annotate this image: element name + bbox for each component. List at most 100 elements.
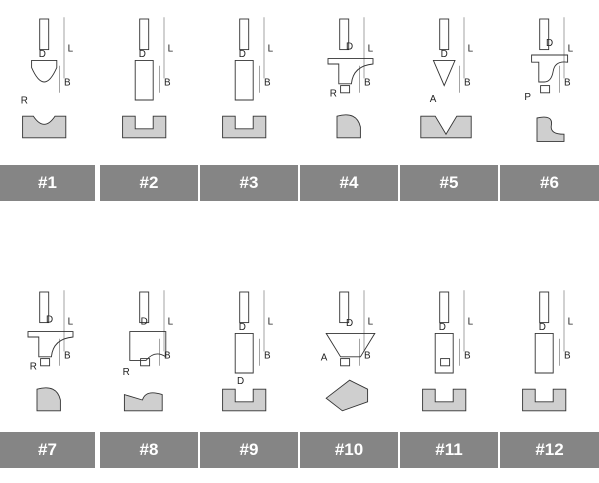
dim-label-r: R (21, 96, 28, 107)
cutter-body (534, 332, 554, 374)
dim-label-d: D (546, 38, 553, 49)
shank (539, 18, 550, 51)
dim-label-d: D (441, 49, 448, 60)
dim-label-b: B (164, 351, 171, 362)
bit-number-bar: #12 (500, 432, 599, 468)
workpiece-profile (336, 114, 361, 139)
bit-drawing: L B D (422, 290, 474, 412)
bit-number-label: #1 (38, 173, 57, 192)
bit-diagram: LBD (222, 17, 274, 139)
dim-label-l: L (468, 316, 474, 327)
dim-label-l: L (368, 316, 374, 327)
bit-drawing: LBD (522, 290, 574, 412)
dim-label-l: L (68, 43, 74, 54)
bearing (340, 358, 351, 367)
workpiece-profile (422, 388, 467, 412)
shank (139, 18, 150, 51)
cutter-body (27, 331, 74, 358)
workpiece-profile (123, 392, 163, 412)
cutter-body (327, 58, 374, 85)
bit-number-label: #9 (239, 440, 259, 459)
dim-label-d: D (237, 376, 244, 387)
bit-number-bar: #5 (400, 165, 498, 201)
bit-number-label: #5 (439, 173, 459, 192)
dim-label-l: L (368, 43, 374, 54)
bit-cell: L B D (105, 10, 205, 145)
cutter-body (531, 54, 569, 83)
bit-number-bar: #8 (100, 432, 198, 468)
cutter-body (434, 332, 454, 374)
bit-number-label: #6 (540, 173, 559, 192)
cutter-body (325, 332, 376, 358)
bit-diagram: LBD (522, 290, 574, 412)
bit-number-bar: #2 (100, 165, 198, 201)
dim-label-d: D (46, 315, 53, 326)
bit-number-label: #8 (139, 440, 159, 459)
cutter-body (432, 59, 456, 87)
cutter-body (234, 59, 254, 101)
dim-label-a: A (321, 352, 328, 363)
shank (139, 291, 150, 324)
shank (439, 291, 450, 324)
dim-label-l: L (68, 316, 74, 327)
dim-label-d: D (139, 49, 146, 60)
bit-number-bar: #10 (300, 432, 398, 468)
shank (439, 18, 450, 51)
dim-label-d: D (141, 316, 148, 327)
bit-number-label: #3 (239, 173, 259, 192)
workpiece-profile (36, 387, 61, 412)
dim-label-b: B (464, 351, 471, 362)
bit-number-label: #4 (339, 173, 359, 192)
bit-number-bar: #1 (0, 165, 95, 201)
cutter-body (234, 332, 254, 374)
dim-label-d: D (539, 322, 546, 333)
cutter-body (31, 59, 58, 83)
dim-label-b: B (64, 351, 71, 362)
bit-number-label: #11 (435, 440, 463, 459)
dim-label-l: L (468, 43, 474, 54)
workpiece-profile (536, 116, 565, 142)
shank (239, 18, 250, 51)
dim-label-d: D (439, 322, 446, 333)
dim-label-d: D (346, 318, 353, 329)
dim-label-a: A (430, 94, 437, 105)
cutter-body (134, 59, 154, 101)
dim-label-b: B (164, 78, 171, 89)
dim-label-l: L (168, 43, 174, 54)
dim-label-d: D (346, 42, 353, 53)
bit-number-bar: #9 (200, 432, 298, 468)
bit-number-bar: #3 (200, 165, 298, 201)
workpiece-profile (222, 388, 267, 412)
dim-label-b: B (564, 78, 571, 89)
bearing (440, 358, 451, 367)
dim-label-d: D (239, 322, 246, 333)
workpiece-profile (522, 388, 567, 412)
shank (39, 291, 50, 324)
shank (339, 291, 350, 324)
bit-number-label: #12 (535, 440, 564, 459)
bit-diagram: L B D (122, 17, 174, 139)
dim-label-d: D (239, 49, 246, 60)
dim-label-l: L (268, 316, 274, 327)
bearing (540, 85, 551, 94)
dim-label-r: R (123, 367, 130, 378)
shank (539, 291, 550, 324)
